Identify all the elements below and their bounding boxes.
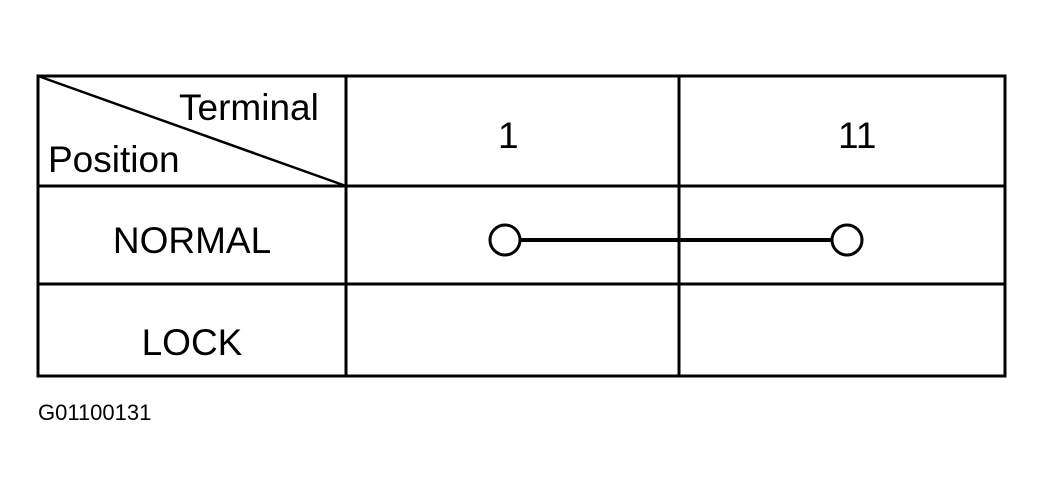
terminal-1-header: 1 xyxy=(498,115,519,156)
terminal-1-node-normal xyxy=(488,223,522,257)
position-normal-label: NORMAL xyxy=(112,220,272,261)
header-diagonal xyxy=(37,74,347,188)
position-lock-label: LOCK xyxy=(141,322,243,363)
terminal-11-node-normal xyxy=(830,223,864,257)
table-border xyxy=(36,74,1007,378)
header-position-label: Position xyxy=(48,139,180,180)
header-terminal-label: Terminal xyxy=(179,87,319,128)
figure-id: G01100131 xyxy=(38,400,152,425)
terminal-11-header: 11 xyxy=(838,115,877,156)
